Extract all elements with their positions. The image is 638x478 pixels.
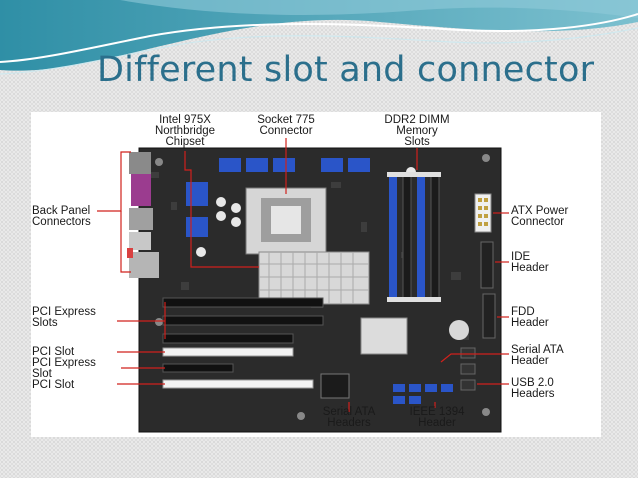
ieee-1394-header-label: IEEE 1394 Header [409, 406, 465, 429]
northbridge-label: Intel 975X Northbridge Chipset [154, 114, 216, 148]
serial-ata-header-label: Serial ATA Header [511, 344, 564, 367]
atx-power-label: ATX Power Connector [511, 205, 569, 228]
motherboard-illustration [97, 138, 509, 433]
socket-775-label: Socket 775 Connector [257, 114, 315, 137]
fdd-header-label: FDD Header [511, 306, 549, 329]
back-panel-label: Back Panel Connectors [32, 205, 91, 228]
ddr2-dimm-label: DDR2 DIMM Memory Slots [384, 114, 450, 148]
pci-slot-label-2: PCI Slot [32, 379, 75, 391]
motherboard-diagram: Intel 975X Northbridge Chipset Socket 77… [31, 112, 601, 437]
header-wave-decoration [0, 0, 638, 75]
ide-header-label: IDE Header [511, 251, 549, 274]
pci-express-slot-label: PCI Express Slot [32, 357, 96, 380]
pci-express-slots-label: PCI Express Slots [32, 306, 96, 329]
usb-headers-label: USB 2.0 Headers [511, 377, 555, 400]
slide-title: Different slot and connector [97, 50, 595, 90]
pci-slot-label-1: PCI Slot [32, 346, 75, 358]
serial-ata-headers-label: Serial ATA Headers [322, 406, 376, 429]
